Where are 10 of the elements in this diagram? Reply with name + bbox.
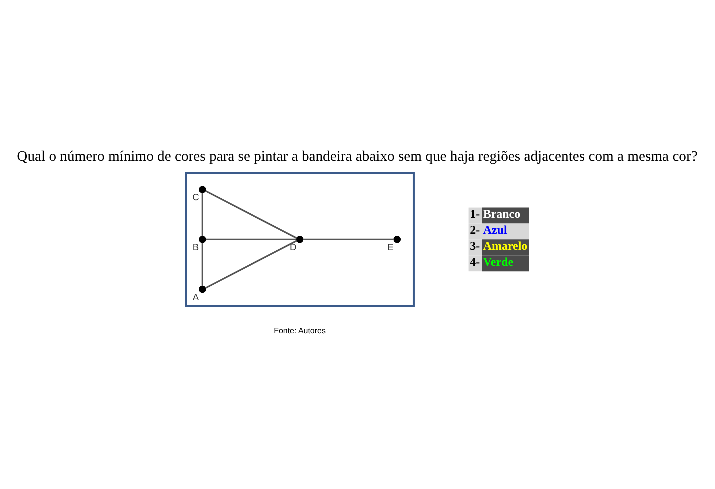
legend-label: 1-Branco [470,206,521,221]
node-label: C [192,192,200,202]
legend-label: 2-Azul [470,222,508,236]
node-label: B [192,242,200,252]
legend-label: 4-Verde [470,254,514,268]
node-label: E [388,242,394,252]
legend-label: 3-Amarelo [470,238,528,252]
node-label: A [192,292,200,302]
diagram-title: Qual o número mínimo de cores para se pintar a bandeira abaixo sem que haja regiões adjacentes com a mesma cor? [17,148,698,165]
node-label: D [290,242,297,252]
